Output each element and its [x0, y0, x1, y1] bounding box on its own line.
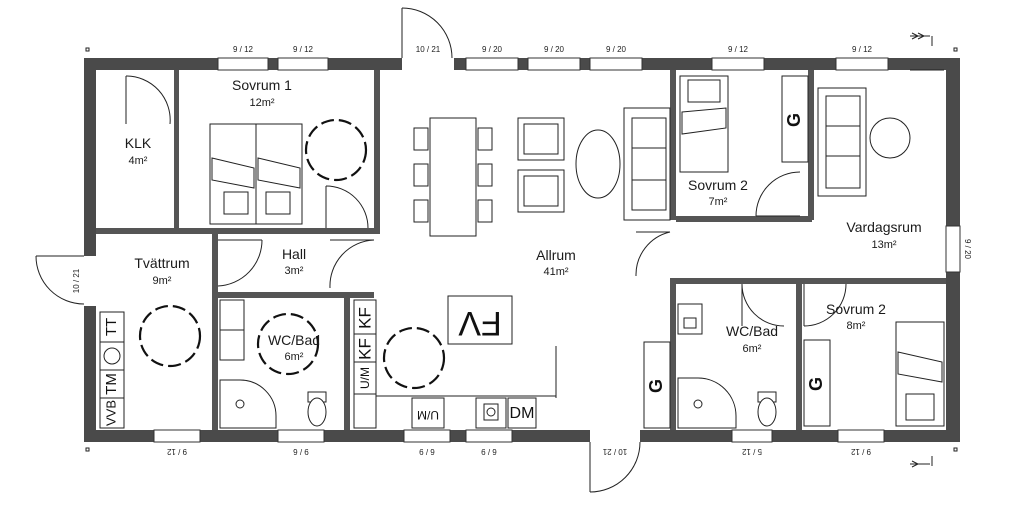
dim-bottom-2: 9 / 6	[293, 447, 309, 456]
room-area-wcbad-left: 6m²	[285, 351, 304, 363]
bed-sovrum2-bottom	[895, 321, 945, 427]
wc-left-fixtures	[219, 299, 327, 429]
um-label-bottom: U/M	[417, 408, 439, 422]
dim-right: 9 / 20	[963, 239, 972, 260]
section-marker-top	[910, 32, 933, 46]
kf-label-1: KF	[355, 307, 374, 329]
sofa-allrum	[623, 107, 671, 221]
wardrobe-box-allrum	[643, 341, 671, 429]
room-area-hall: 3m²	[285, 265, 304, 277]
wardrobe-box-sovrum2-top	[781, 75, 809, 163]
laundry-fixtures	[99, 311, 125, 429]
windows-bottom	[153, 429, 885, 443]
dim-bottom-7: 9 / 12	[850, 447, 871, 456]
fv-label: FV	[458, 304, 502, 342]
windows-top	[217, 57, 889, 71]
dim-top-2: 9 / 12	[293, 45, 314, 54]
dm-label: DM	[510, 405, 535, 422]
room-area-tvattrum: 9m²	[153, 275, 172, 287]
dim-top-7: 9 / 12	[728, 45, 749, 54]
room-area-vardagsrum: 13m²	[871, 239, 896, 251]
dim-top-4: 9 / 20	[482, 45, 503, 54]
kitchen-counter-left	[353, 299, 377, 429]
tm-label: TM	[103, 373, 120, 395]
dim-top-8: 9 / 12	[852, 45, 873, 54]
room-name-sovrum1: Sovrum 1	[232, 77, 292, 93]
wardrobe-g-sovrum2-top: G	[784, 113, 804, 127]
round-rug-wc-left	[256, 312, 320, 376]
kitchen-counter-bottom	[411, 397, 537, 429]
room-name-hall: Hall	[282, 246, 306, 262]
room-name-wcbad-right: WC/Bad	[726, 323, 778, 339]
room-name-klk: KLK	[125, 135, 152, 151]
dining-table	[413, 117, 493, 237]
round-table-kitchen	[382, 326, 446, 390]
wardrobe-g-sovrum2-bottom: G	[806, 377, 826, 391]
dim-bottom-5: 10 / 21	[602, 447, 627, 456]
room-area-sovrum2-top: 7m²	[709, 196, 728, 208]
tt-label: TT	[103, 318, 120, 336]
room-area-klk: 4m²	[129, 155, 148, 167]
corner-markers	[85, 47, 958, 452]
interior-doors	[96, 69, 944, 327]
room-name-vardagsrum: Vardagsrum	[846, 219, 921, 235]
bed-sovrum2-top	[679, 75, 729, 173]
dim-bottom-1: 9 / 12	[166, 447, 187, 456]
coffee-table	[575, 129, 621, 199]
exterior-doors	[35, 7, 641, 493]
room-name-wcbad-left: WC/Bad	[268, 332, 320, 348]
sofa-vardagsrum	[817, 87, 867, 197]
wardrobe-box-sovrum2-bottom	[803, 339, 831, 427]
section-marker-bottom	[910, 456, 933, 468]
vvb-label: VVB	[103, 400, 118, 426]
round-rug-tvattrum	[138, 304, 202, 368]
fv-box	[447, 295, 513, 345]
um-label-side: U/M	[358, 367, 372, 389]
window-right	[945, 225, 961, 273]
room-name-sovrum2-top: Sovrum 2	[688, 177, 748, 193]
dim-bottom-6: 5 / 12	[741, 447, 762, 456]
kf-label-2: KF	[355, 338, 374, 360]
room-area-sovrum2-bottom: 8m²	[847, 320, 866, 332]
room-area-sovrum1: 12m²	[249, 97, 274, 109]
dim-left: 10 / 21	[72, 268, 81, 293]
room-name-allrum: Allrum	[536, 247, 576, 263]
front-door-opening	[402, 58, 454, 70]
round-rug-sovrum1	[304, 118, 368, 182]
dim-bottom-4: 6 / 9	[481, 447, 497, 456]
wardrobe-g-allrum: G	[646, 379, 666, 393]
wc-right-fixtures	[677, 303, 777, 429]
dim-top-5: 9 / 20	[544, 45, 565, 54]
dim-bottom-3: 6 / 9	[419, 447, 435, 456]
round-table-vardagsrum	[869, 117, 911, 159]
double-bed-sovrum1	[209, 123, 303, 225]
dim-top-1: 9 / 12	[233, 45, 254, 54]
back-door-opening	[590, 430, 640, 442]
room-name-sovrum2-bottom: Sovrum 2	[826, 301, 886, 317]
armchairs	[517, 117, 565, 213]
room-area-allrum: 41m²	[543, 266, 568, 278]
room-name-tvattrum: Tvättrum	[134, 255, 189, 271]
dim-top-6: 9 / 20	[606, 45, 627, 54]
dim-top-3: 10 / 21	[416, 45, 441, 54]
left-door-opening	[84, 256, 96, 306]
room-area-wcbad-right: 6m²	[743, 343, 762, 355]
inner-walls	[96, 70, 946, 430]
